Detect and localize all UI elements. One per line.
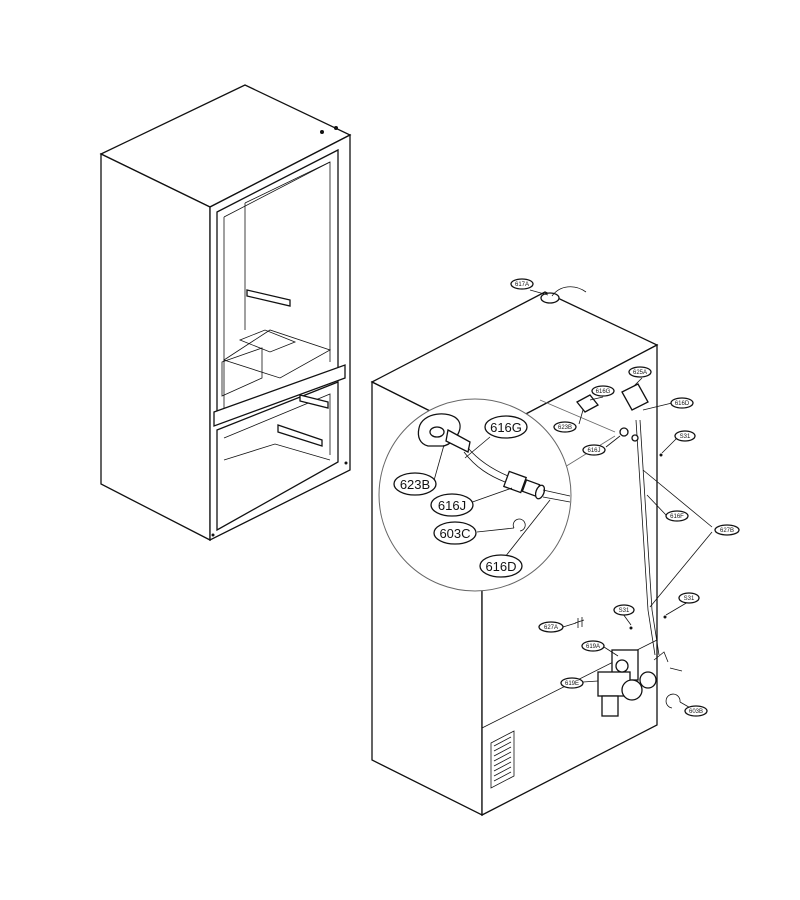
svg-text:603C: 603C: [439, 526, 470, 541]
crisper-area: [221, 347, 263, 397]
svg-text:623B: 623B: [400, 477, 430, 492]
detail-circle: [378, 398, 572, 592]
detail-callout-616J: 616J: [430, 493, 474, 517]
screw-dot: [320, 130, 324, 134]
floor-panel: [238, 329, 297, 353]
callout-619E: 619E: [560, 677, 584, 689]
valve-fitting: [601, 695, 619, 717]
clamp-627A: [574, 617, 585, 628]
back-wall-top: [244, 161, 331, 204]
callout-S31-right: S31: [678, 592, 700, 604]
callout-627B: 627B: [714, 524, 740, 536]
detail-tube-616G: [467, 447, 509, 477]
detail-fitting-hole: [429, 426, 445, 438]
svg-text:616G: 616G: [490, 420, 522, 435]
callout-S31-left: S31: [613, 604, 635, 616]
svg-text:S31: S31: [684, 596, 695, 602]
svg-text:616J: 616J: [438, 498, 466, 513]
compartment-floor: [223, 329, 331, 379]
screw-dot: [334, 126, 338, 130]
detail-tube-616D-b: [542, 496, 571, 503]
freezer-opening: [216, 381, 339, 532]
screw-S31: [659, 453, 663, 457]
freezer-rail: [277, 424, 323, 447]
svg-text:623B: 623B: [558, 425, 572, 431]
svg-text:616D: 616D: [675, 401, 690, 407]
svg-text:616D: 616D: [485, 559, 516, 574]
detail-callouts: 616G 623B 616J 603C 616D: [393, 415, 528, 578]
svg-text:619E: 619E: [565, 681, 579, 687]
shelf-rail-upper: [246, 289, 291, 307]
callout-616G: 616G: [591, 385, 615, 397]
svg-text:627A: 627A: [544, 625, 558, 631]
svg-text:627B: 627B: [720, 528, 734, 534]
cabinet-left-side: [100, 152, 211, 542]
tube-grommet: [540, 292, 560, 304]
svg-text:616F: 616F: [670, 514, 684, 520]
screw-dot: [344, 461, 348, 465]
fitting-joint: [631, 434, 639, 442]
callout-616F: 616F: [665, 510, 689, 522]
callout-619A: 619A: [581, 640, 605, 652]
water-valve-assembly: [597, 649, 669, 717]
callout-616J: 616J: [582, 444, 606, 456]
water-tube-616F: [635, 419, 656, 656]
small-callouts: 617A 616G 625A 616D 623B 616J S31 616F 6…: [510, 278, 740, 717]
detail-callout-603C: 603C: [433, 521, 477, 545]
svg-text:619A: 619A: [586, 644, 600, 650]
svg-text:625A: 625A: [633, 370, 647, 376]
screw-valve: [669, 667, 683, 672]
callout-616D: 616D: [670, 397, 694, 409]
callout-625A: 625A: [628, 366, 652, 378]
freezer-floor: [223, 443, 331, 461]
detail-tube-616D: [542, 489, 571, 497]
callout-617A: 617A: [510, 278, 534, 290]
fitting-616J: [619, 427, 629, 437]
refrigerator-cabinet-front: [99, 84, 352, 542]
svg-text:616J: 616J: [587, 448, 600, 454]
detail-clip-603C: [512, 518, 526, 532]
detail-magnifier: [378, 398, 616, 592]
water-tube-top: [551, 286, 587, 297]
detail-callout-616G: 616G: [484, 415, 528, 439]
connector-625A: [621, 383, 649, 411]
svg-text:617A: 617A: [515, 282, 529, 288]
freezer-rail-upper: [299, 394, 329, 409]
callout-leaders: [529, 289, 713, 711]
screw-S31: [663, 615, 667, 619]
freezer-inner-edge: [223, 393, 331, 455]
screw-S31: [629, 626, 633, 630]
screw-dot: [211, 533, 215, 537]
callout-603B: 603B: [684, 705, 708, 717]
vent-grille: [490, 730, 515, 789]
detail-callout-616D: 616D: [479, 554, 523, 578]
magnifier-cone-top: [539, 399, 616, 433]
svg-text:S31: S31: [619, 608, 630, 614]
callout-627A: 627A: [538, 621, 564, 633]
svg-text:S31: S31: [680, 434, 691, 440]
detail-tube-neck: [445, 428, 471, 453]
ring-603B: [665, 693, 681, 709]
callout-623B: 623B: [553, 421, 577, 433]
water-tube-616F-b: [639, 419, 660, 656]
svg-text:603B: 603B: [689, 709, 703, 715]
detail-callout-623B: 623B: [393, 472, 437, 496]
svg-text:616G: 616G: [596, 389, 611, 395]
detail-fitting-616J: [502, 470, 528, 494]
mullion-divider: [213, 364, 346, 427]
callout-S31-upper: S31: [674, 430, 696, 442]
